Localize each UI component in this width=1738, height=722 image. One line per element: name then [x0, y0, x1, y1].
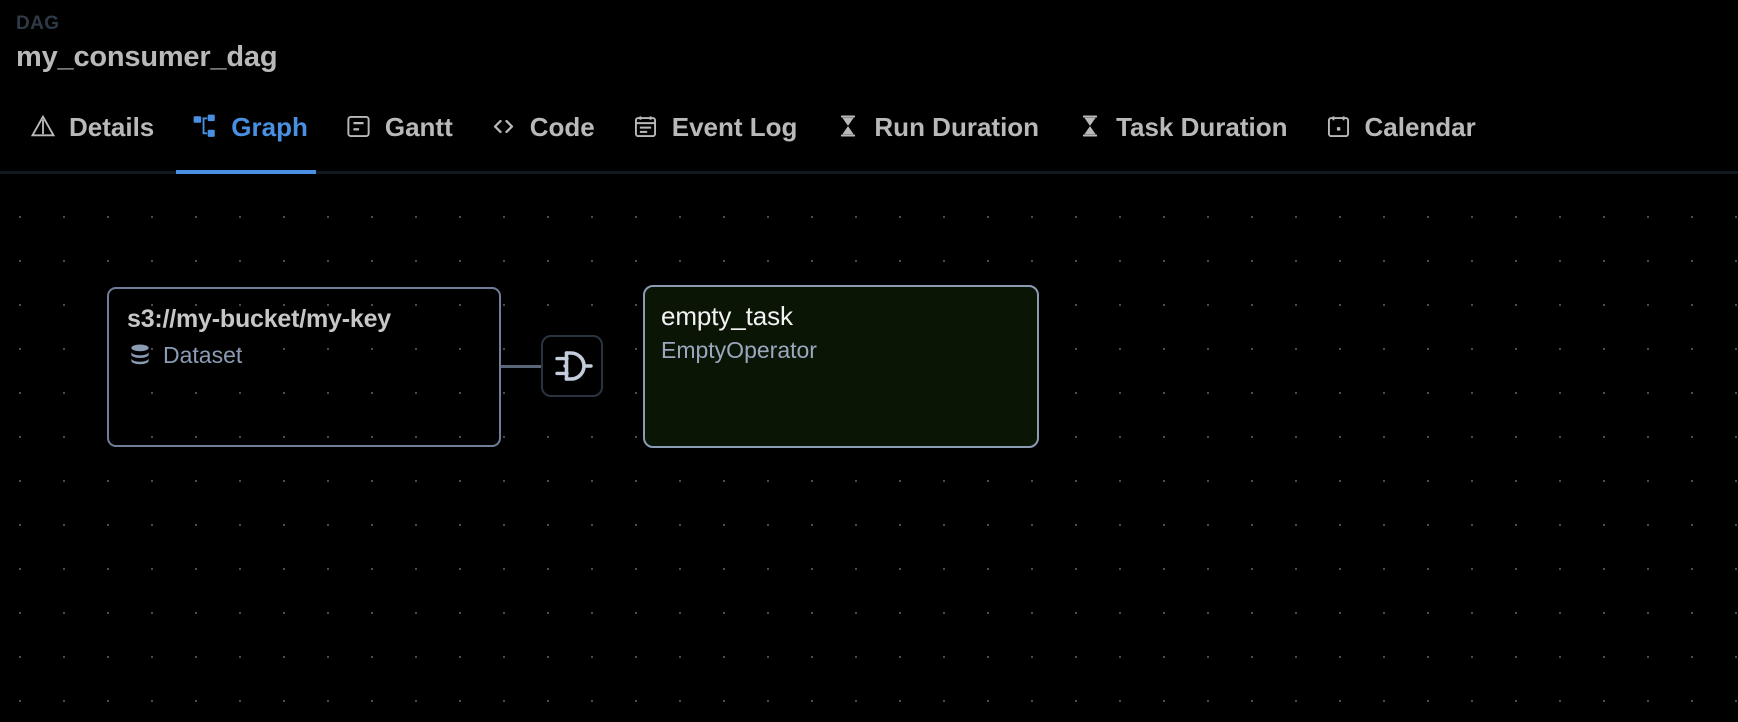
page-title: my_consumer_dag: [16, 41, 278, 73]
tab-label: Graph: [231, 112, 308, 142]
plug-icon: [549, 346, 595, 386]
tab-label: Calendar: [1364, 112, 1476, 142]
tab-calendar[interactable]: Calendar: [1310, 78, 1498, 174]
tab-label: Gantt: [384, 112, 453, 142]
tab-label: Code: [529, 112, 595, 142]
page-header: DAG my_consumer_dag: [0, 0, 1738, 78]
graph-node-task[interactable]: empty_task EmptyOperator: [643, 285, 1039, 448]
tab-event-log[interactable]: Event Log: [617, 78, 820, 174]
dataset-type-label: Dataset: [163, 342, 243, 368]
calendar-icon: [1324, 111, 1354, 141]
breadcrumb-kicker: DAG: [16, 13, 60, 34]
graph-connector-node[interactable]: [541, 335, 603, 397]
tab-task-duration[interactable]: Task Duration: [1061, 78, 1309, 174]
task-node-title: empty_task: [661, 301, 793, 331]
dataset-node-title: s3://my-bucket/my-key: [127, 305, 391, 333]
database-icon: [127, 342, 153, 368]
warning-triangle-icon: [28, 111, 58, 141]
tab-label: Event Log: [671, 112, 798, 142]
tab-bar: Details Graph Gantt: [0, 78, 1738, 174]
code-brackets-icon: [489, 111, 519, 141]
graph-canvas[interactable]: s3://my-bucket/my-key Dataset: [0, 177, 1738, 722]
graph-edge: [501, 365, 543, 368]
event-log-icon: [631, 111, 661, 141]
tab-graph[interactable]: Graph: [176, 78, 330, 174]
tab-gantt[interactable]: Gantt: [330, 78, 475, 174]
task-node-operator: EmptyOperator: [661, 337, 817, 363]
tab-run-duration[interactable]: Run Duration: [819, 78, 1061, 174]
tab-label: Task Duration: [1116, 112, 1288, 142]
graph-node-dataset[interactable]: s3://my-bucket/my-key Dataset: [107, 287, 501, 447]
tab-code[interactable]: Code: [475, 78, 617, 174]
graph-tree-icon: [190, 111, 220, 141]
hourglass-icon: [833, 111, 863, 141]
tab-details[interactable]: Details: [14, 78, 176, 174]
tab-label: Details: [69, 112, 155, 142]
dataset-node-type: Dataset: [127, 341, 481, 369]
tab-label: Run Duration: [874, 112, 1040, 142]
hourglass-icon: [1075, 111, 1105, 141]
gantt-chart-icon: [344, 111, 374, 141]
